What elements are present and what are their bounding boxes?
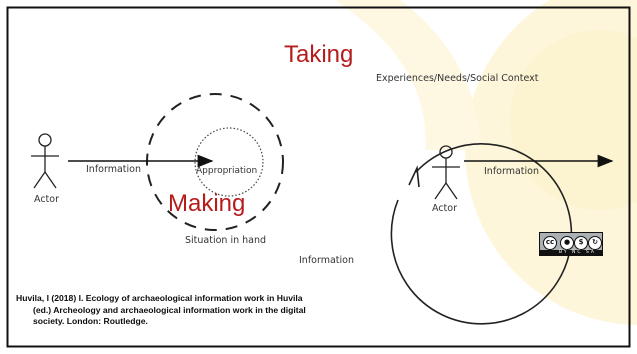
citation-line-3: society. London: Routledge. — [33, 316, 148, 326]
sa-icon: ↻ — [588, 236, 602, 250]
citation-line-2: (ed.) Archeology and archaeological info… — [33, 304, 306, 315]
label-information-bottom: Information — [299, 255, 354, 266]
cc-license-badge[interactable]: cc ● $ ↻ BY NC SA — [539, 232, 603, 256]
citation: Huvila, I (2018) I. Ecology of archaeolo… — [16, 293, 316, 328]
label-taking: Taking — [284, 41, 354, 68]
label-actor-left: Actor — [34, 194, 59, 205]
label-information-right: Information — [484, 166, 539, 177]
cycle-arrowhead — [408, 165, 420, 188]
label-experiences: Experiences/Needs/Social Context — [376, 73, 539, 84]
actor-left-figure — [31, 133, 59, 189]
label-actor-right: Actor — [432, 203, 457, 214]
dotted-circle — [194, 127, 264, 197]
citation-line-1: Huvila, I (2018) I. Ecology of archaeolo… — [16, 293, 303, 303]
cc-badge-footer: BY NC SA — [540, 250, 602, 256]
label-appropriation: Appropriation — [196, 166, 258, 176]
label-information-left: Information — [86, 164, 141, 175]
label-situation: Situation in hand — [185, 235, 267, 246]
by-icon: ● — [560, 236, 574, 250]
actor-right-figure — [432, 145, 460, 200]
nc-icon: $ — [574, 236, 588, 250]
label-making: Making — [168, 190, 246, 217]
cc-icon: cc — [543, 236, 557, 250]
